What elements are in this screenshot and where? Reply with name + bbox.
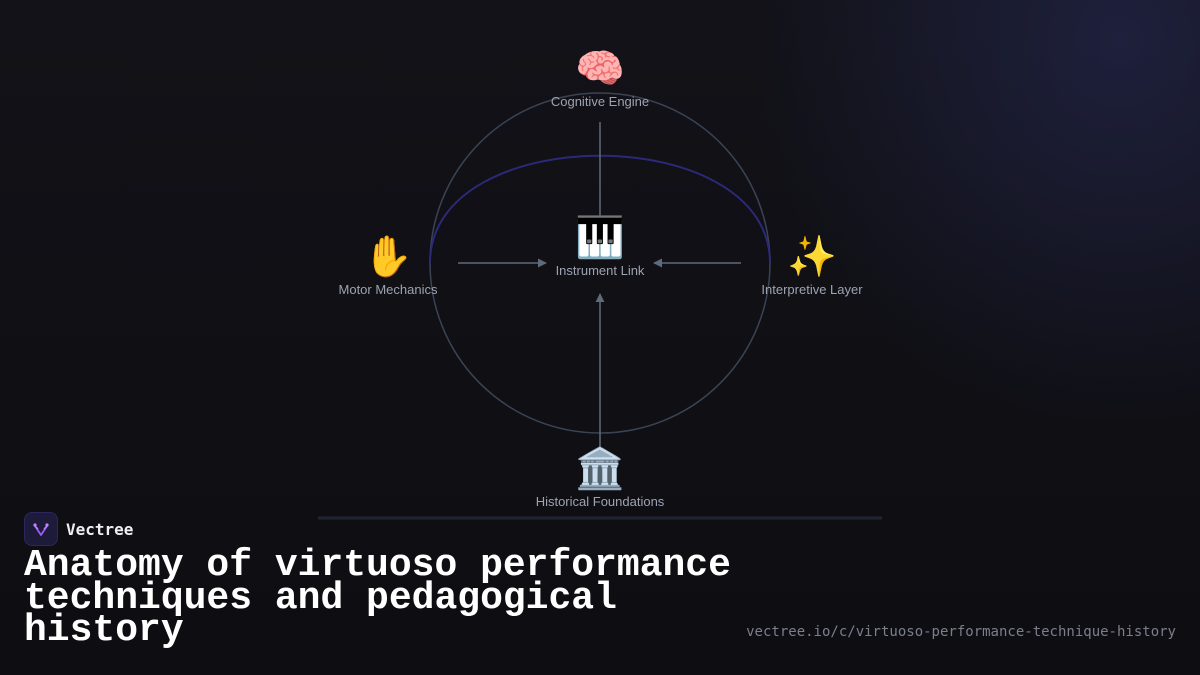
node-historical-foundations: 🏛️ Historical Foundations [536, 446, 665, 509]
node-label: Historical Foundations [535, 494, 665, 509]
node-label: Cognitive Engine [550, 94, 650, 109]
brain-icon: 🧠 [575, 46, 625, 92]
sparkles-icon: ✨ [787, 234, 837, 280]
node-label: Motor Mechanics [338, 282, 438, 297]
page-title: Anatomy of virtuoso performance techniqu… [24, 544, 731, 652]
node-label: Instrument Link [555, 263, 645, 278]
node-motor-mechanics: ✋ Motor Mechanics [339, 234, 438, 297]
node-interpretive-layer: ✨ Interpretive Layer [761, 234, 862, 297]
node-cognitive-engine: 🧠 Cognitive Engine [551, 46, 649, 109]
page-url: vectree.io/c/virtuoso-performance-techni… [746, 624, 1176, 640]
classical-building-icon: 🏛️ [575, 446, 625, 492]
vectree-logo-icon [24, 512, 58, 546]
node-label: Interpretive Layer [761, 282, 863, 297]
raised-hand-icon: ✋ [363, 234, 413, 280]
brand: Vectree [24, 512, 133, 546]
brand-name: Vectree [66, 519, 134, 539]
node-instrument-link: 🎹 Instrument Link [556, 215, 645, 278]
piano-keys-icon: 🎹 [575, 215, 625, 261]
